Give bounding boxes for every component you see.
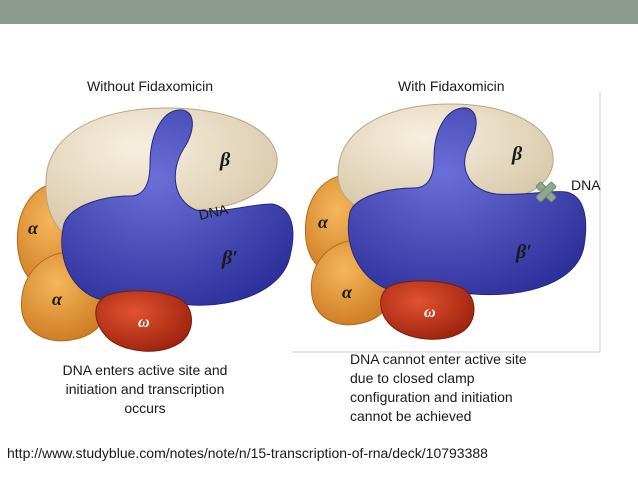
left-caption-line: occurs (124, 400, 166, 416)
left-beta-prime-label: β′ (221, 247, 238, 269)
left-omega (95, 290, 192, 352)
left-alpha-upper-label: α (28, 218, 39, 238)
blocked-channel-x-icon (535, 181, 557, 203)
right-omega (380, 280, 475, 340)
right-panel-title: With Fidaxomicin (398, 78, 505, 94)
left-caption: DNA enters active site and initiation an… (40, 361, 250, 418)
left-caption-line: initiation and transcription (65, 381, 225, 397)
dna-blocked-label: DNA (571, 177, 601, 193)
right-caption-line: cannot be achieved (350, 408, 472, 424)
left-beta-label: β (219, 149, 231, 171)
right-caption: DNA cannot enter active site due to clos… (350, 350, 580, 426)
right-beta-prime-label: β′ (515, 241, 532, 263)
left-panel-title: Without Fidaxomicin (87, 78, 214, 94)
left-alpha-lower-label: α (52, 289, 63, 309)
right-alpha-lower-label: α (342, 282, 353, 302)
right-omega-label: ω (424, 304, 436, 321)
right-beta-label: β (511, 143, 523, 165)
left-polymerase (16, 107, 294, 352)
right-caption-line: configuration and initiation (350, 389, 513, 405)
left-caption-line: DNA enters active site and (62, 362, 228, 378)
dna-channel-label: DNA (197, 201, 230, 223)
right-caption-line: due to closed clamp (350, 370, 475, 386)
right-polymerase (304, 103, 587, 340)
source-url: http://www.studyblue.com/notes/note/n/15… (7, 445, 488, 461)
left-omega-label: ω (138, 314, 150, 331)
top-banner (0, 0, 638, 24)
right-alpha-upper-label: α (318, 212, 329, 232)
right-caption-line: DNA cannot enter active site (350, 351, 527, 367)
